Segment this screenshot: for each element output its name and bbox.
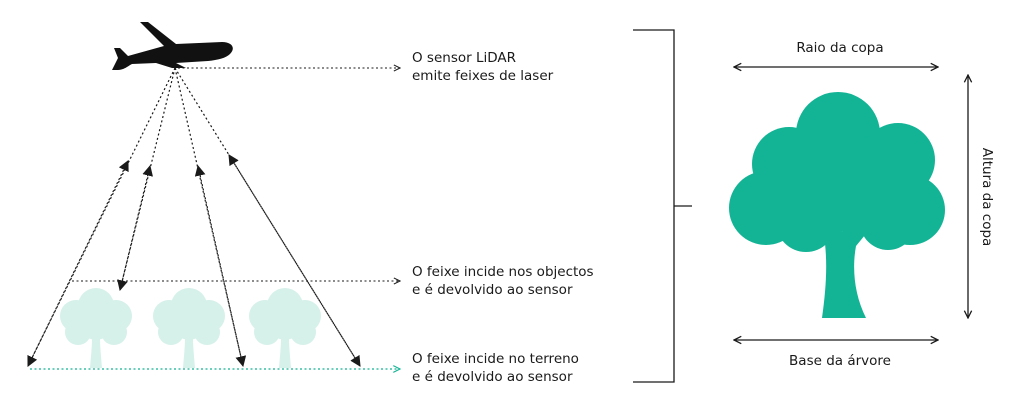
- sensor-label-line1: O sensor LiDAR: [412, 50, 516, 66]
- tree-icon: [153, 288, 225, 368]
- beam-to-ground-mid: [174, 67, 247, 368]
- tree-icon: [60, 288, 132, 368]
- return-beam-4: [27, 160, 129, 367]
- crown-height-label: Altura da copa: [979, 148, 995, 247]
- ground-label-line2: e é devolvido ao sensor: [412, 369, 573, 385]
- objects-label-line1: O feixe incide nos objectos: [412, 264, 594, 280]
- beam-to-object: [117, 67, 176, 292]
- small-trees: [60, 288, 321, 368]
- airplane-icon: [112, 22, 233, 70]
- objects-label-line2: e é devolvido ao sensor: [412, 282, 573, 298]
- beam-to-ground-left: [27, 67, 176, 367]
- crown-radius-label: Raio da copa: [796, 40, 883, 56]
- tree-base-label: Base da árvore: [789, 353, 891, 369]
- laser-beams: [27, 67, 361, 368]
- return-beam-1: [119, 164, 153, 291]
- return-beam-3: [228, 154, 361, 367]
- tree-icon: [249, 288, 321, 368]
- ground-label-line1: O feixe incide no terreno: [412, 351, 579, 367]
- sensor-label-line2: emite feixes de laser: [412, 68, 554, 84]
- tree-icon: [729, 92, 945, 318]
- bracket: [633, 29, 692, 383]
